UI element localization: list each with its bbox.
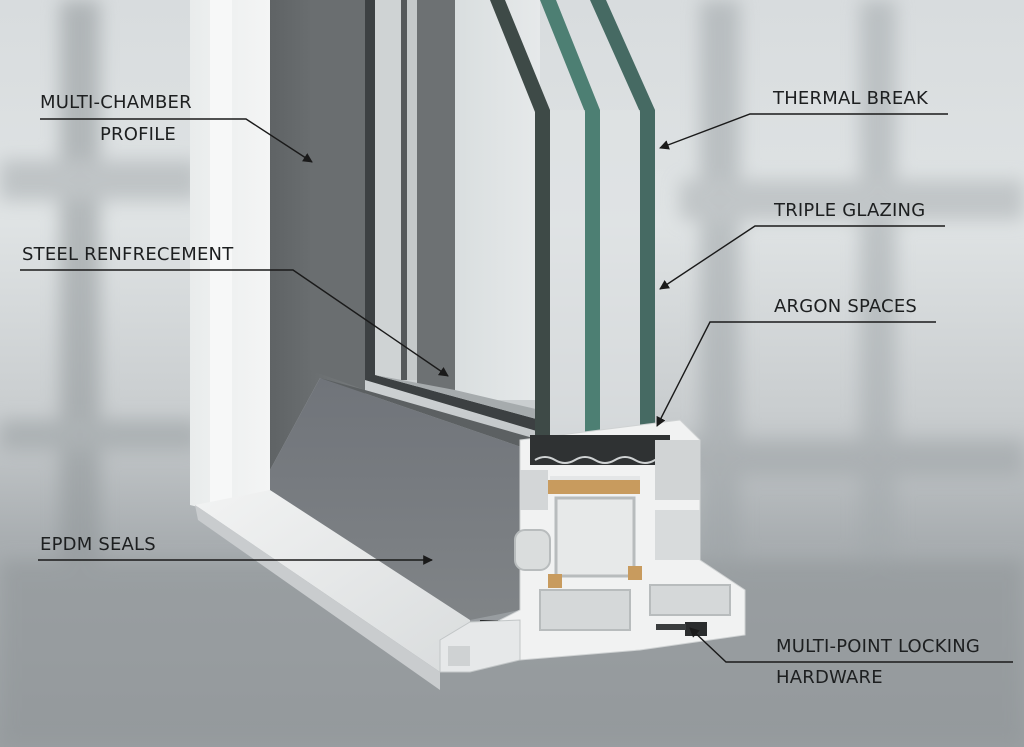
outer-white-frame	[190, 0, 470, 690]
label-epdm-seals: EPDM SEALS	[40, 534, 156, 555]
label-multi-point-locking-line2: HARDWARE	[776, 667, 883, 688]
label-triple-glazing: TRIPLE GLAZING	[774, 200, 926, 221]
callout-line-triple	[659, 225, 945, 290]
grey-inner-frame	[270, 0, 540, 620]
callout-line-steel	[20, 269, 449, 377]
callout-line-argon	[656, 321, 936, 427]
label-thermal-break: THERMAL BREAK	[773, 88, 928, 109]
triple-glass-sheets	[490, 0, 655, 440]
label-multi-chamber-line1: MULTI-CHAMBER	[40, 92, 192, 113]
label-multi-point-locking-line1: MULTI-POINT LOCKING	[776, 636, 981, 657]
sash-cross-section	[439, 419, 746, 673]
label-multi-chamber-line2: PROFILE	[100, 124, 176, 145]
callout-line-multi-chamber	[40, 118, 313, 163]
callout-line-locking	[689, 627, 1013, 663]
label-argon-spaces: ARGON SPACES	[774, 296, 918, 317]
inner-pane-spacers	[365, 0, 540, 432]
label-steel-reinforcement: STEEL RENFRECEMENT	[22, 244, 234, 265]
callout-line-thermal	[659, 113, 948, 150]
